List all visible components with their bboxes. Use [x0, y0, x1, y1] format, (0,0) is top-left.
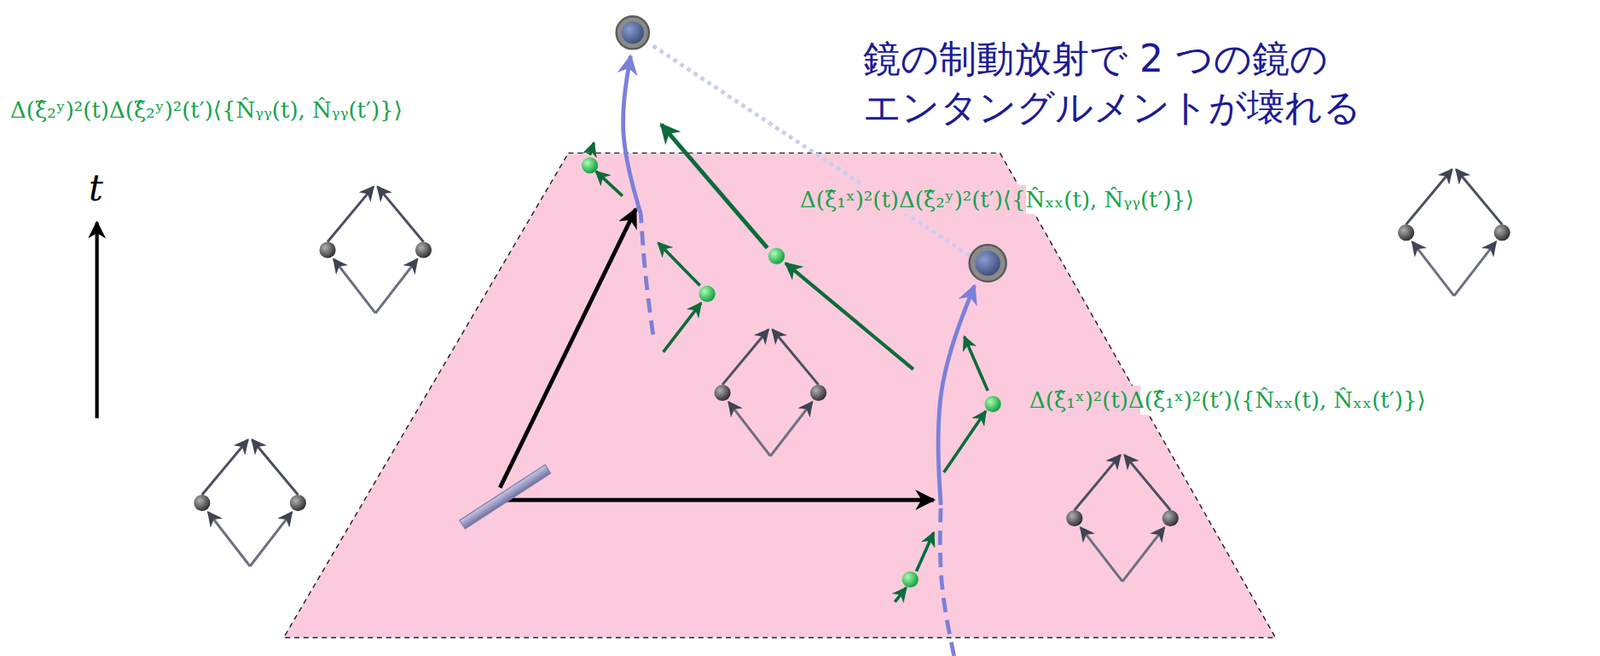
caption-text: 鏡の制動放射で 2 つの鏡の エンタングルメントが壊れる [863, 34, 1367, 132]
radiation-arrow [785, 263, 914, 370]
mirror [969, 244, 1007, 282]
time-axis-label: t [88, 167, 104, 209]
radiated-particle [581, 156, 598, 174]
radiated-particle [902, 571, 919, 588]
mirror [616, 16, 650, 49]
radiation-arrow [596, 171, 623, 197]
radiation-arrow [663, 302, 702, 352]
formula: Δ(ξ̂₂ʸ)²(t)Δ(ξ̂₂ʸ)²(t′)⟨{N̂ᵧᵧ(t), N̂ᵧᵧ(t… [6, 95, 406, 125]
radiation-arrow [894, 587, 906, 603]
radiation-arrow [915, 532, 934, 571]
radiated-particle [985, 395, 1002, 412]
radiation-arrow [590, 142, 595, 155]
radiation-arrow [660, 124, 767, 249]
radiation-arrow [964, 336, 989, 391]
formula: Δ(ξ̂₁ˣ)²(t)Δ(ξ̂₂ʸ)²(t′)⟨{N̂ₓₓ(t), N̂ᵧᵧ(t… [796, 185, 1198, 215]
vacuum-pair [1066, 454, 1179, 581]
radiation-arrow [658, 243, 701, 286]
mirror-worldline [623, 56, 654, 335]
radiation-arrow [944, 411, 986, 473]
time-axis [95, 222, 99, 419]
vacuum-pair [714, 329, 828, 456]
vacuum-pair [318, 186, 432, 314]
light-path [499, 208, 636, 487]
vacuum-pair [1397, 169, 1511, 296]
radiated-particle [699, 285, 716, 302]
vacuum-pair [193, 439, 307, 566]
radiated-particle [768, 248, 785, 265]
formula: Δ(ξ̂₁ˣ)²(t)Δ(ξ̂₁ˣ)²(t′)⟨{N̂ₓₓ(t), N̂ₓₓ(t… [1026, 385, 1430, 415]
beam-splitter [459, 464, 551, 529]
light-path [499, 498, 934, 503]
